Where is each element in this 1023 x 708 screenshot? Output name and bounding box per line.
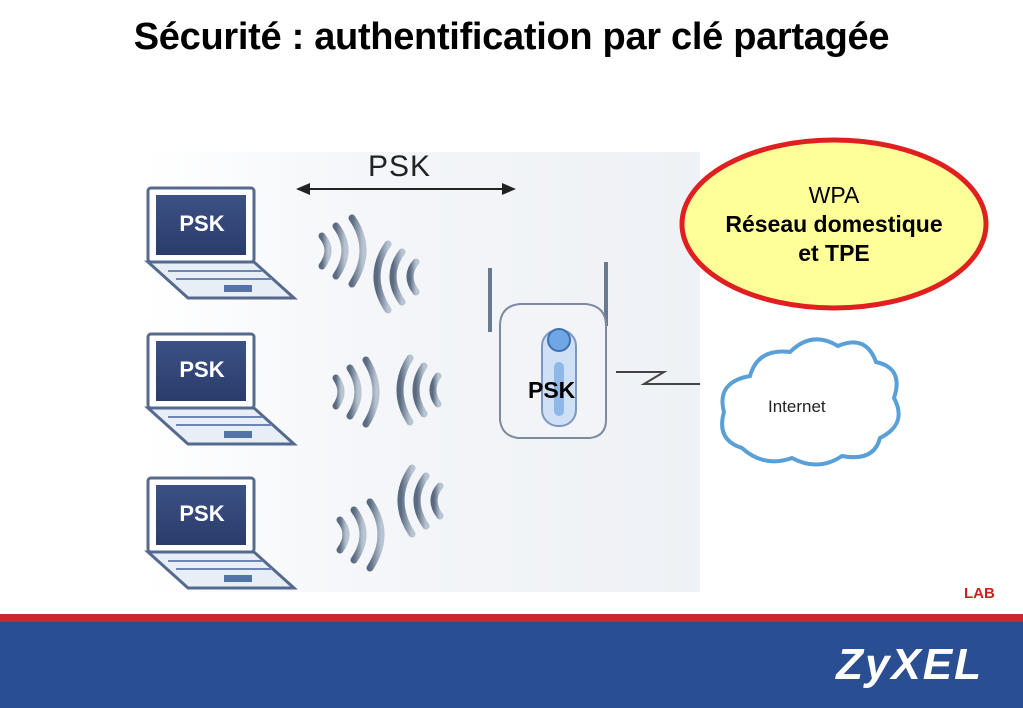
laptop-icon bbox=[144, 332, 298, 446]
footer-red-stripe bbox=[0, 614, 1023, 622]
callout-wpa-text: WPA bbox=[808, 181, 860, 208]
slide-title: Sécurité : authentification par clé part… bbox=[133, 16, 890, 58]
wireless-waves-icon bbox=[332, 354, 442, 428]
zyxel-logo: ZyXEL bbox=[836, 640, 983, 689]
access-point-psk-label: PSK bbox=[528, 377, 576, 403]
laptop-psk-label: PSK bbox=[179, 211, 225, 236]
internet-cloud-icon bbox=[720, 337, 901, 467]
wireless-waves-icon bbox=[318, 214, 420, 314]
footer-bar: ZyXEL bbox=[0, 622, 1023, 708]
internet-label: Internet bbox=[768, 397, 826, 416]
callout-network-text: Réseau domestique et TPE bbox=[725, 210, 943, 266]
wpa-callout: WPA Réseau domestique et TPE bbox=[680, 138, 988, 310]
laptop-psk-label: PSK bbox=[179, 357, 225, 382]
laptop-icon bbox=[144, 186, 298, 300]
wpa-callout-shape bbox=[679, 137, 989, 311]
psk-double-arrow bbox=[296, 183, 516, 195]
laptop-psk-label: PSK bbox=[179, 501, 225, 526]
psk-arrow-label: PSK bbox=[368, 150, 432, 183]
connection-link bbox=[616, 371, 700, 385]
lab-badge: LAB bbox=[964, 585, 995, 602]
laptop-icon bbox=[144, 476, 298, 590]
wireless-waves-icon bbox=[336, 464, 444, 572]
access-point-icon bbox=[488, 262, 608, 439]
